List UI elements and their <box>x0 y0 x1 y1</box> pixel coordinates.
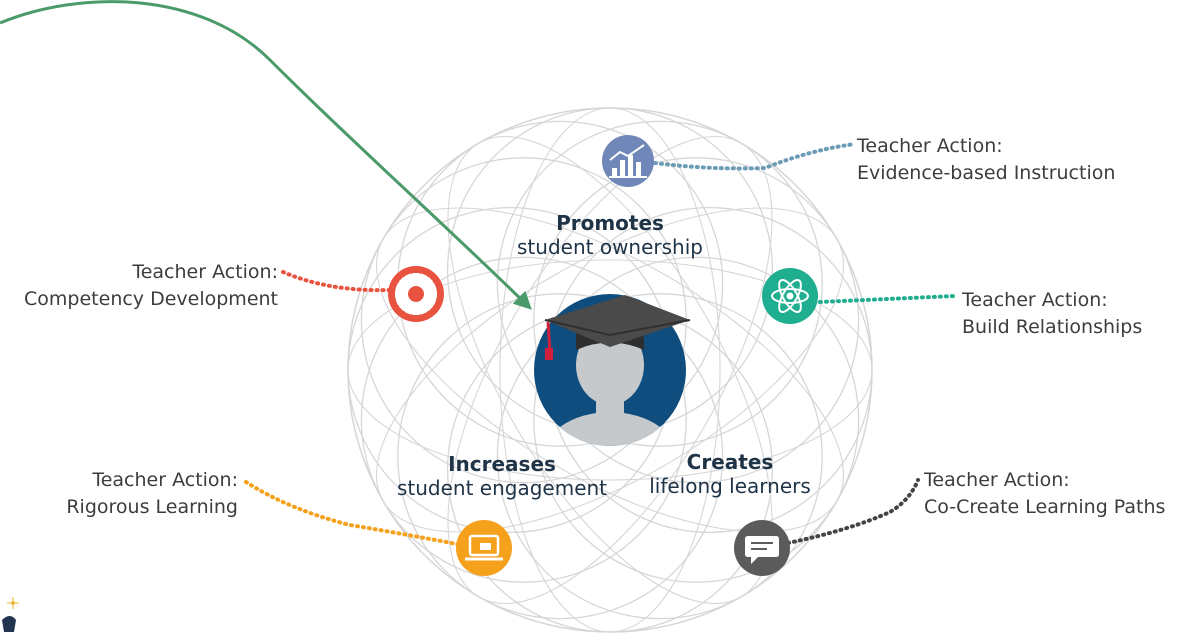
action-rigorous-text: Rigorous Learning <box>66 496 238 518</box>
speech-bubble-icon <box>734 520 790 576</box>
promotes-label: Promotes student ownership <box>500 211 720 259</box>
action-relationships: Teacher Action: Build Relationships <box>962 287 1142 341</box>
pointer-arrow <box>0 0 532 310</box>
action-cocreate: Teacher Action: Co-Create Learning Paths <box>924 467 1165 521</box>
action-cocreate-text: Co-Create Learning Paths <box>924 496 1166 518</box>
connector-cocreate <box>786 478 920 545</box>
action-competency-text: Competency Development <box>24 288 278 310</box>
creates-label: Creates lifelong learners <box>630 450 830 498</box>
connector-competency <box>281 270 392 293</box>
action-evidence-text: Evidence-based Instruction <box>857 162 1116 184</box>
increases-subtitle: student engagement <box>396 476 608 500</box>
action-relationships-text: Build Relationships <box>962 316 1143 338</box>
action-evidence-heading: Teacher Action: <box>857 135 1003 157</box>
creates-subtitle: lifelong learners <box>649 474 811 498</box>
promotes-subtitle: student ownership <box>517 235 703 259</box>
increases-label: Increases student engagement <box>392 452 612 500</box>
promotes-title: Promotes <box>556 211 664 235</box>
gear-icon <box>388 266 444 322</box>
action-relationships-heading: Teacher Action: <box>962 289 1108 311</box>
logo-mark <box>2 597 19 632</box>
connector-relationships <box>818 294 957 304</box>
increases-title: Increases <box>448 452 556 476</box>
action-rigorous-heading: Teacher Action: <box>92 469 238 491</box>
action-competency-heading: Teacher Action: <box>132 261 278 283</box>
creates-title: Creates <box>686 450 774 474</box>
connector-evidence <box>653 142 857 171</box>
laptop-icon <box>456 520 512 576</box>
action-cocreate-heading: Teacher Action: <box>924 469 1070 491</box>
action-evidence: Teacher Action: Evidence-based Instructi… <box>857 133 1115 187</box>
connector-rigorous <box>244 480 464 547</box>
student-graduate-icon <box>534 294 691 446</box>
atom-icon <box>762 268 818 324</box>
action-competency: Teacher Action: Competency Development <box>10 259 278 313</box>
action-rigorous: Teacher Action: Rigorous Learning <box>20 467 238 521</box>
chart-icon <box>602 135 654 187</box>
